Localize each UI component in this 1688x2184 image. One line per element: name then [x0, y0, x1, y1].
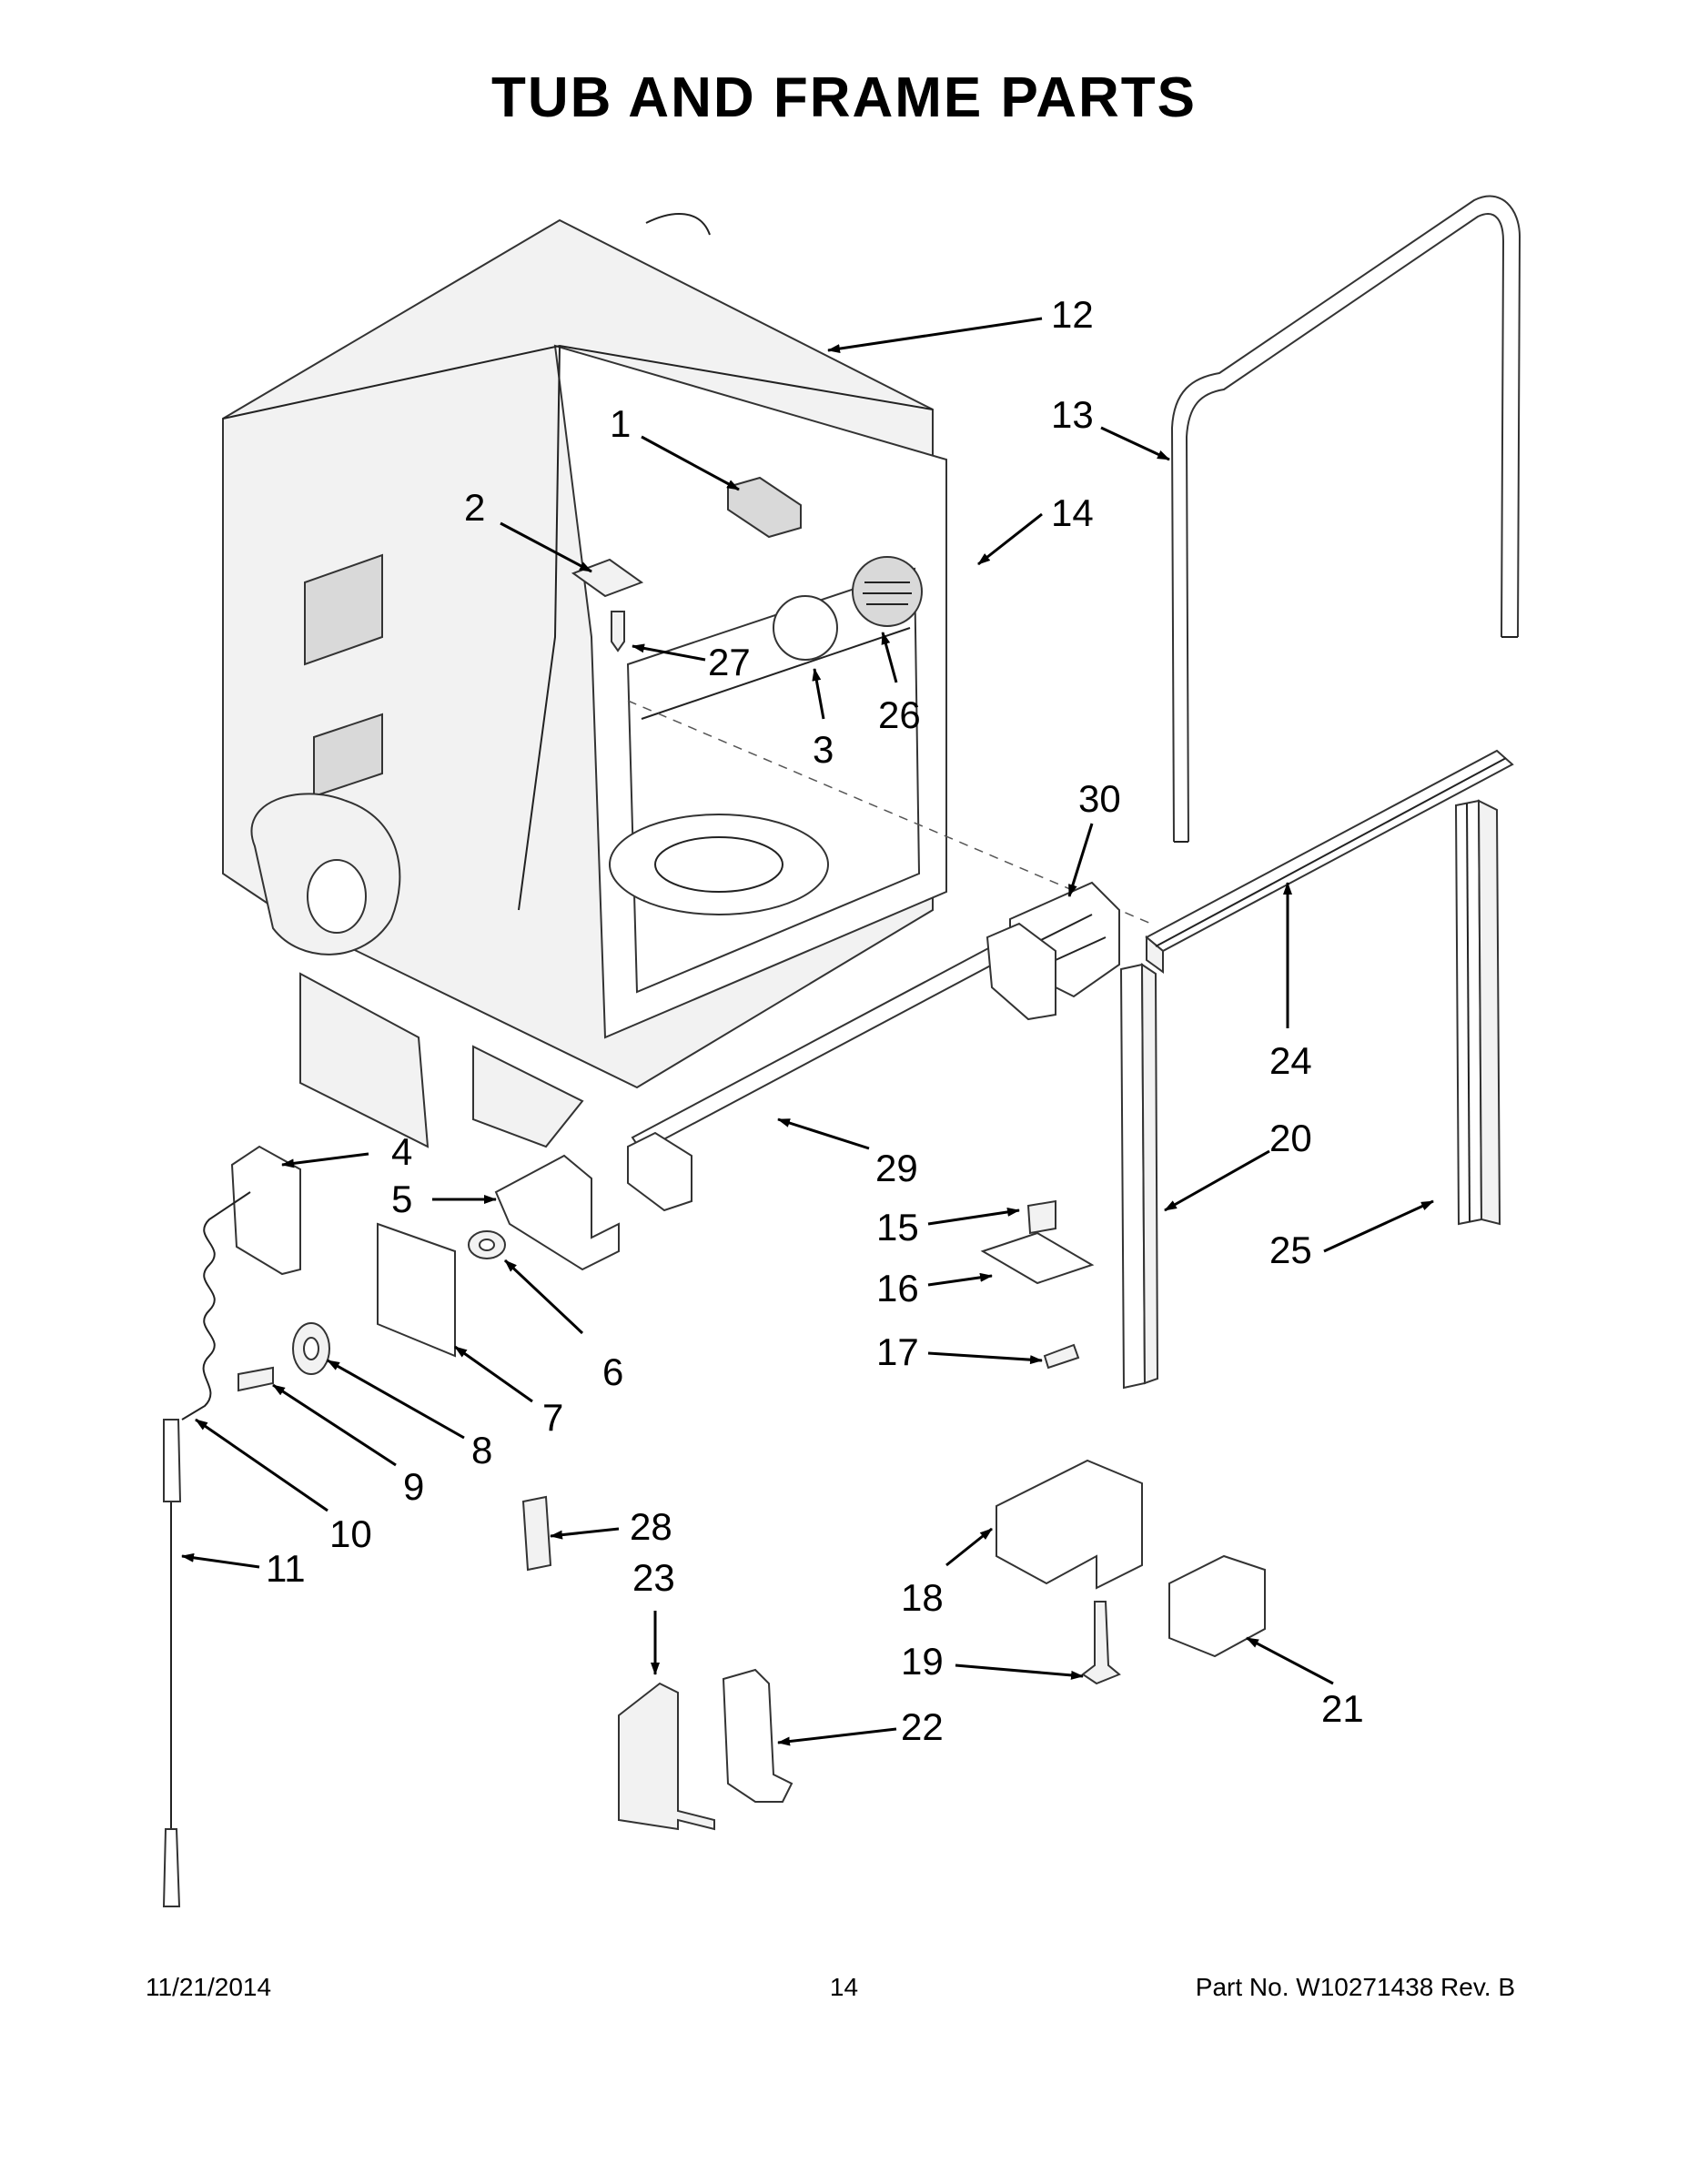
spring-10-part — [181, 1191, 251, 1421]
callout-24: 24 — [1269, 1039, 1312, 1082]
callout-8: 8 — [471, 1429, 492, 1471]
callout-labels: 1 2 3 4 5 6 7 8 9 10 11 12 13 14 15 16 1… — [266, 293, 1364, 1748]
footer-part-number: Part No. W10271438 Rev. B — [1195, 1973, 1515, 2001]
bracket-18-part — [996, 1459, 1143, 1590]
callout-2: 2 — [464, 486, 485, 529]
door-gasket-part — [1170, 195, 1521, 843]
callout-12: 12 — [1051, 293, 1094, 336]
callout-15: 15 — [876, 1206, 919, 1249]
callout-14: 14 — [1051, 491, 1094, 534]
callout-7: 7 — [542, 1396, 563, 1439]
callout-23: 23 — [632, 1556, 675, 1599]
callout-18: 18 — [901, 1576, 944, 1619]
rail-29-part — [627, 922, 1056, 1212]
callout-6: 6 — [602, 1350, 623, 1393]
callout-25: 25 — [1269, 1228, 1312, 1271]
callout-10: 10 — [329, 1512, 372, 1555]
bumper-15-part — [1026, 1199, 1056, 1235]
pulley-8-part — [292, 1322, 330, 1375]
callout-20: 20 — [1269, 1117, 1312, 1159]
page-title: TUB AND FRAME PARTS — [490, 66, 1198, 129]
callout-11: 11 — [266, 1547, 306, 1590]
footer-page-number: 14 — [829, 1973, 859, 2001]
leader-arrows — [181, 317, 1434, 1746]
callout-27: 27 — [708, 641, 751, 683]
plate-7-part — [377, 1222, 456, 1358]
plate-4-part — [230, 1145, 301, 1276]
channel-21-part — [1168, 1554, 1266, 1658]
clip-28-part — [521, 1495, 552, 1572]
side-strip-left-part — [1119, 963, 1159, 1390]
leveling-leg-19-part — [1081, 1601, 1121, 1685]
bracket-5-part — [494, 1154, 620, 1271]
callout-3: 3 — [813, 728, 834, 771]
nut-6-part — [468, 1230, 506, 1259]
callout-13: 13 — [1051, 393, 1094, 436]
cable-11-part — [162, 1419, 182, 1907]
callout-17: 17 — [876, 1330, 919, 1373]
clip-1-part — [727, 476, 802, 539]
callout-30: 30 — [1078, 777, 1121, 820]
callout-9: 9 — [403, 1465, 424, 1508]
screw-17-part — [1043, 1343, 1080, 1370]
callout-26: 26 — [878, 693, 921, 736]
footer-date: 11/21/2014 — [146, 1973, 272, 2001]
callout-29: 29 — [875, 1147, 918, 1189]
callout-21: 21 — [1321, 1687, 1364, 1730]
panel-23-part — [618, 1682, 715, 1831]
callout-19: 19 — [901, 1640, 944, 1683]
callout-22: 22 — [901, 1705, 944, 1748]
callout-28: 28 — [630, 1505, 672, 1548]
callout-4: 4 — [391, 1130, 412, 1173]
plate-16-part — [980, 1231, 1095, 1285]
side-strip-right-part — [1454, 799, 1501, 1226]
callout-5: 5 — [391, 1178, 412, 1220]
screw-27-part — [611, 611, 625, 652]
callout-16: 16 — [876, 1267, 919, 1309]
callout-1: 1 — [610, 402, 631, 445]
pin-9-part — [238, 1366, 274, 1392]
tub-illustration — [222, 213, 947, 1148]
top-strip-part — [1145, 749, 1514, 974]
bracket-22-part — [722, 1668, 793, 1803]
